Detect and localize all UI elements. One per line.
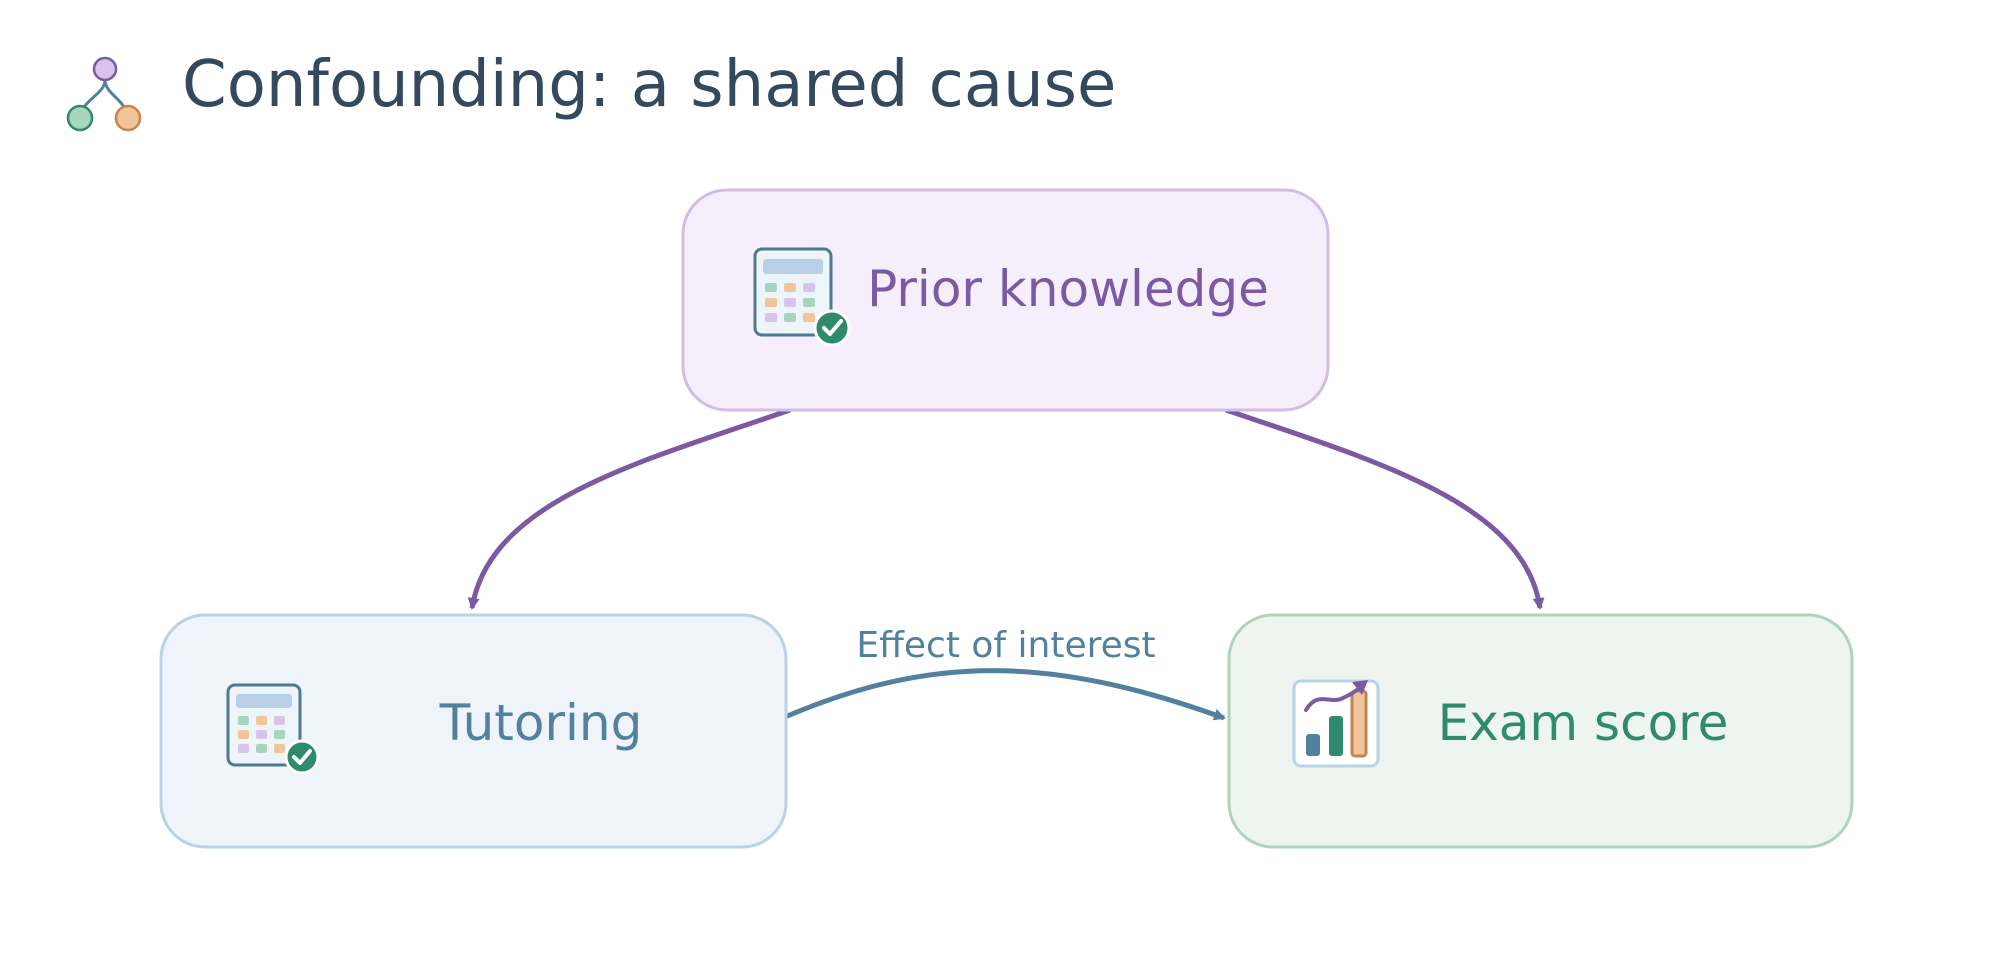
calculator-check-icon — [226, 683, 320, 775]
node-label-exam-score: Exam score — [1438, 694, 1729, 752]
bar-chart-trend-icon — [1292, 679, 1380, 768]
node-label-prior-knowledge: Prior knowledge — [867, 260, 1269, 318]
causal-tree-icon — [66, 56, 142, 132]
edge-confounder-to-treatment — [467, 407, 791, 610]
edge-confounder-to-outcome — [1225, 407, 1545, 610]
page-title: Confounding: a shared cause — [182, 48, 1116, 122]
node-label-tutoring: Tutoring — [439, 694, 643, 752]
node-treatment: Tutoring — [159, 613, 788, 849]
edge-treatment-to-outcome — [784, 668, 1226, 721]
node-confounder: Prior knowledge — [681, 188, 1330, 412]
edge-label-effect-of-interest: Effect of interest — [856, 625, 1155, 666]
node-outcome: Exam score — [1227, 613, 1854, 849]
calculator-check-icon — [753, 247, 851, 347]
